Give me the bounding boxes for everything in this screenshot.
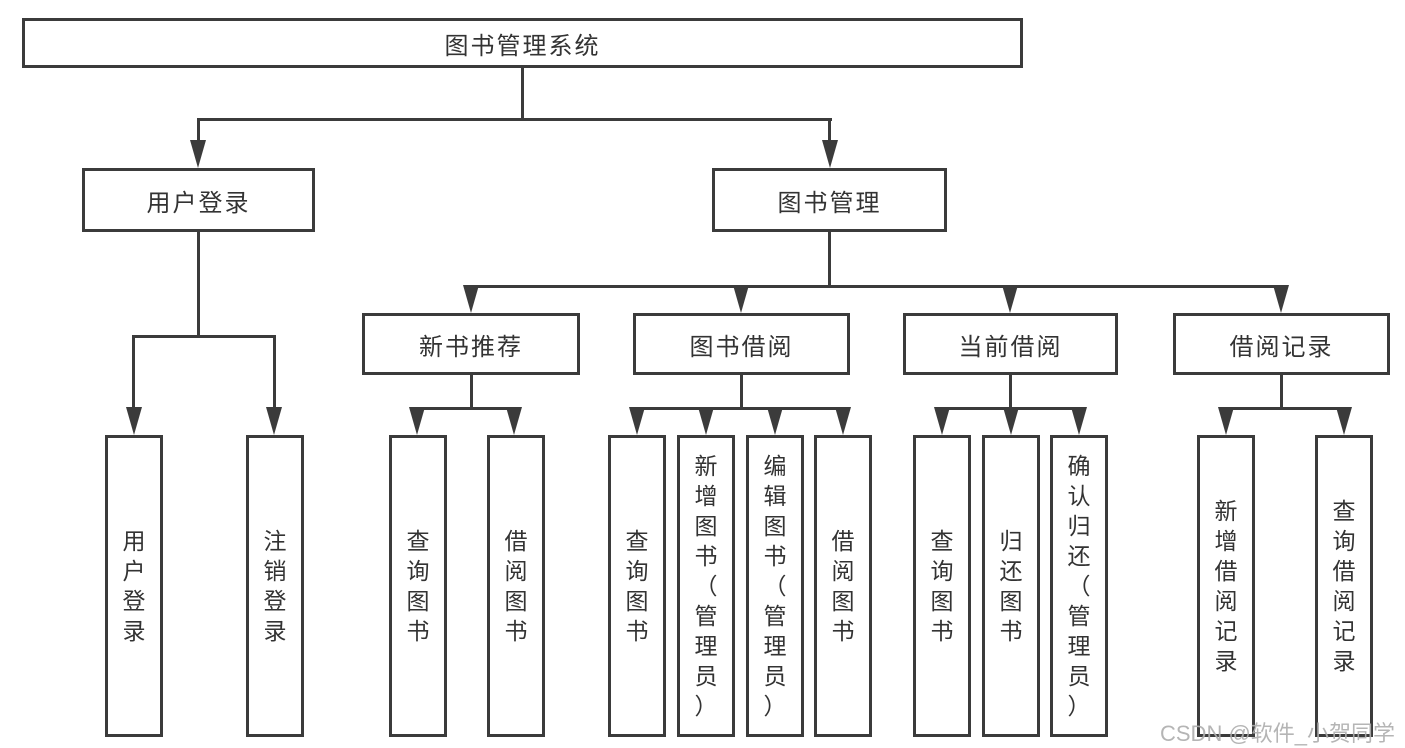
- leaf-label: 确认归还（管理员）: [1067, 453, 1091, 719]
- leaf-label: 查询借阅记录: [1332, 498, 1356, 674]
- leaf-return-book: 归还图书: [982, 435, 1040, 737]
- leaf-query-borrow-record: 查询借阅记录: [1315, 435, 1373, 737]
- arrow-down-icon: [934, 407, 950, 435]
- leaf-label: 查询图书: [625, 528, 649, 644]
- node-label: 图书借阅: [689, 333, 794, 361]
- connector-line: [416, 407, 516, 410]
- leaf-label: 借阅图书: [831, 528, 855, 644]
- arrow-down-icon: [1218, 407, 1234, 435]
- connector-line: [273, 335, 276, 410]
- leaf-label: 查询图书: [406, 528, 430, 644]
- arrow-down-icon: [1336, 407, 1352, 435]
- node-borrow-records: 借阅记录: [1173, 313, 1390, 375]
- node-book-management: 图书管理: [712, 168, 947, 232]
- leaf-label: 用户登录: [122, 528, 146, 644]
- arrow-down-icon: [698, 407, 714, 435]
- connector-line: [1009, 375, 1012, 410]
- leaf-query-book-3: 查询图书: [913, 435, 971, 737]
- arrow-down-icon: [409, 407, 425, 435]
- arrow-down-icon: [1003, 407, 1019, 435]
- arrow-down-icon: [266, 407, 282, 435]
- node-user-login: 用户登录: [82, 168, 315, 232]
- leaf-query-book-2: 查询图书: [608, 435, 666, 737]
- connector-line: [521, 68, 524, 121]
- node-label: 用户登录: [146, 189, 251, 217]
- connector-line: [470, 285, 1283, 288]
- node-label: 新书推荐: [419, 333, 523, 361]
- connector-line: [132, 335, 135, 410]
- connector-line: [470, 375, 473, 410]
- connector-line: [635, 407, 845, 410]
- node-label: 当前借阅: [958, 333, 1063, 361]
- leaf-logout: 注销登录: [246, 435, 304, 737]
- leaf-label: 新增借阅记录: [1214, 498, 1238, 674]
- arrow-down-icon: [190, 140, 206, 168]
- leaf-label: 借阅图书: [504, 528, 528, 644]
- connector-line: [197, 118, 832, 121]
- connector-line: [1224, 407, 1346, 410]
- arrow-down-icon: [1002, 285, 1018, 313]
- arrow-down-icon: [463, 285, 479, 313]
- arrow-down-icon: [835, 407, 851, 435]
- leaf-add-borrow-record: 新增借阅记录: [1197, 435, 1255, 737]
- arrow-down-icon: [733, 285, 749, 313]
- connector-line: [828, 232, 831, 288]
- leaf-label: 注销登录: [263, 528, 287, 644]
- arrow-down-icon: [822, 140, 838, 168]
- arrow-down-icon: [126, 407, 142, 435]
- node-label: 借阅记录: [1229, 333, 1334, 361]
- connector-line: [132, 335, 276, 338]
- leaf-label: 查询图书: [930, 528, 954, 644]
- arrow-down-icon: [1071, 407, 1087, 435]
- leaf-label: 编辑图书（管理员）: [763, 453, 787, 719]
- leaf-add-book-admin: 新增图书（管理员）: [677, 435, 735, 737]
- leaf-borrow-book-2: 借阅图书: [814, 435, 872, 737]
- node-label: 图书管理: [777, 189, 882, 217]
- arrow-down-icon: [629, 407, 645, 435]
- connector-line: [197, 232, 200, 338]
- leaf-query-book-1: 查询图书: [389, 435, 447, 737]
- connector-line: [740, 375, 743, 410]
- arrow-down-icon: [506, 407, 522, 435]
- node-new-book-recommend: 新书推荐: [362, 313, 580, 375]
- leaf-edit-book-admin: 编辑图书（管理员）: [746, 435, 804, 737]
- node-root: 图书管理系统: [22, 18, 1023, 68]
- leaf-user-login: 用户登录: [105, 435, 163, 737]
- leaf-confirm-return-admin: 确认归还（管理员）: [1050, 435, 1108, 737]
- connector-line: [197, 118, 200, 144]
- node-root-label: 图书管理系统: [444, 32, 601, 60]
- arrow-down-icon: [1273, 285, 1289, 313]
- leaf-label: 新增图书（管理员）: [694, 453, 718, 719]
- connector-line: [1280, 375, 1283, 410]
- arrow-down-icon: [767, 407, 783, 435]
- node-book-borrow: 图书借阅: [633, 313, 850, 375]
- leaf-borrow-book-1: 借阅图书: [487, 435, 545, 737]
- leaf-label: 归还图书: [999, 528, 1023, 644]
- connector-line: [828, 118, 831, 144]
- node-current-borrow: 当前借阅: [903, 313, 1118, 375]
- watermark-text: CSDN @软件_小贺同学: [1160, 721, 1396, 746]
